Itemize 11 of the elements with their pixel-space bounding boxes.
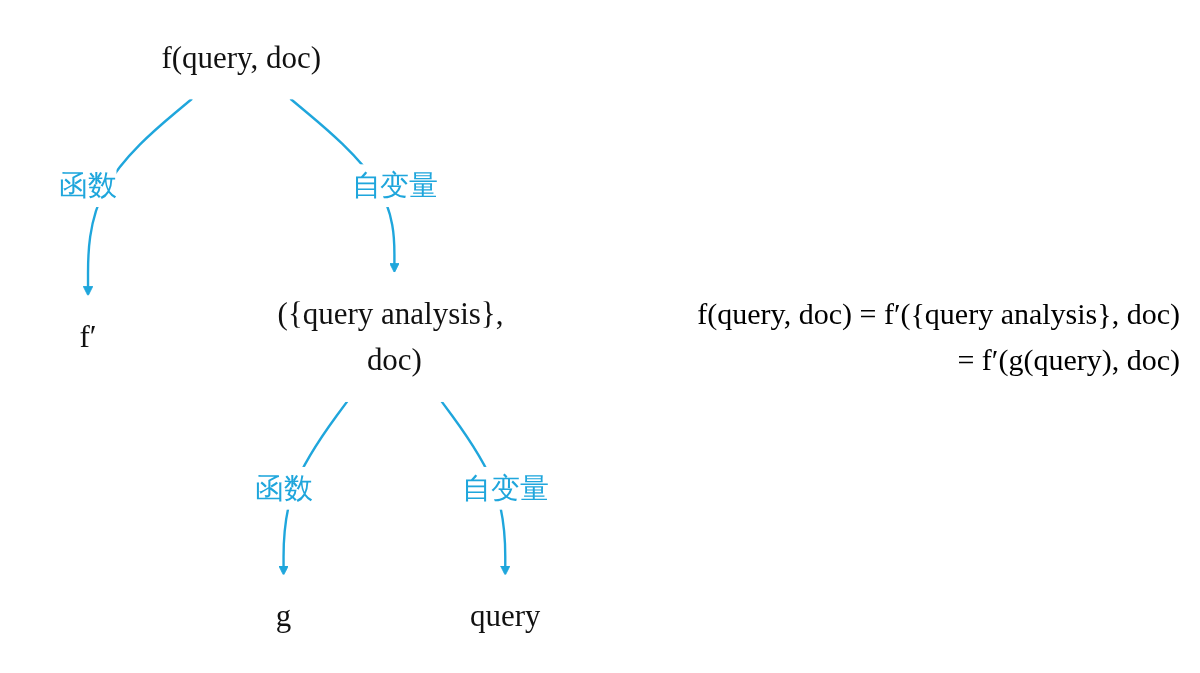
edge-label: 自变量 <box>351 169 438 201</box>
node-text: f(query, doc) <box>161 39 322 75</box>
node-text: g <box>275 598 292 634</box>
edge-label: 自变量 <box>462 472 549 504</box>
equation-text: f(query, doc) = f′({query analysis}, doc) <box>697 296 1180 331</box>
edge-label: 函数 <box>254 472 313 504</box>
equation-text: = f′(g(query), doc) <box>957 342 1180 377</box>
edge-label: 函数 <box>59 169 117 201</box>
node-text: f′ <box>79 319 97 354</box>
node-text: query <box>470 598 541 634</box>
node-text: ({query analysis}, doc) <box>277 295 504 378</box>
